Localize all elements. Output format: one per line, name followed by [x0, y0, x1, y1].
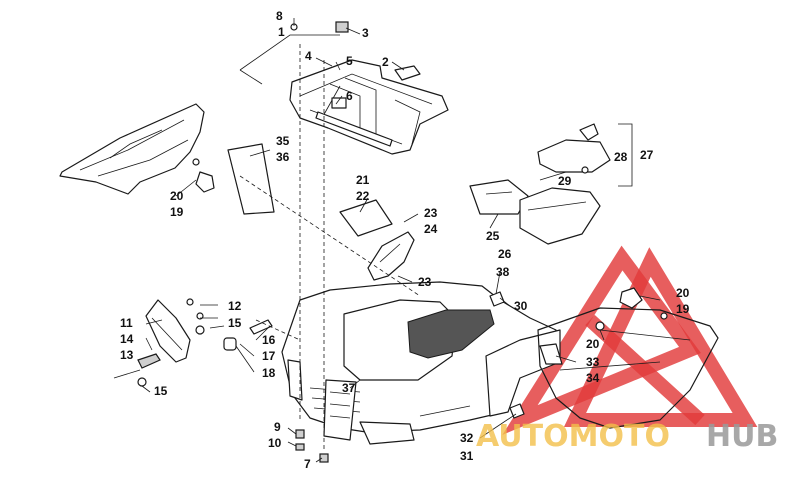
washer-19-right [660, 312, 668, 320]
latch [579, 123, 599, 141]
rivet-left [192, 158, 200, 166]
callout-5: 5 [346, 54, 353, 68]
nut-3 [335, 21, 349, 33]
callout-13: 13 [120, 348, 134, 362]
washer-10 [295, 443, 305, 451]
cargo-rack [289, 59, 449, 155]
callout-34: 34 [586, 371, 600, 385]
callout-25: 25 [486, 229, 500, 243]
callout-20-right: 20 [676, 286, 690, 300]
grille [323, 379, 357, 441]
callout-22: 22 [356, 189, 370, 203]
spring-14 [137, 353, 161, 369]
callout-8: 8 [276, 9, 283, 23]
callout-33: 33 [586, 355, 600, 369]
callout-15-upper: 15 [228, 316, 242, 330]
callout-12: 12 [228, 299, 242, 313]
callout-17: 17 [262, 349, 276, 363]
callout-18: 18 [262, 366, 276, 380]
clip-30 [489, 291, 505, 307]
screw-29 [581, 166, 589, 174]
callout-14: 14 [120, 332, 134, 346]
callout-3: 3 [362, 26, 369, 40]
callout-23-lower: 23 [418, 275, 432, 289]
callout-20-left: 20 [170, 189, 184, 203]
grommet-17 [223, 337, 237, 351]
heat-shield [227, 143, 275, 215]
storage-lid [469, 179, 529, 215]
console-bracket [367, 231, 415, 281]
callout-30: 30 [514, 299, 528, 313]
right-side-panel [537, 307, 719, 429]
reflector-assembly [113, 298, 273, 387]
callout-26: 26 [498, 247, 512, 261]
screw-12-a [186, 298, 194, 306]
callout-16: 16 [262, 333, 276, 347]
washer-15-upper [195, 325, 205, 335]
callout-4: 4 [305, 49, 312, 63]
callout-28: 28 [614, 150, 628, 164]
callout-19-right: 19 [676, 302, 690, 316]
access-cover [339, 199, 393, 237]
nut-9 [295, 429, 305, 439]
callout-6: 6 [346, 89, 353, 103]
callout-29: 29 [558, 174, 572, 188]
callout-32: 32 [460, 431, 474, 445]
watermark-brand-part1: AUTOMOTO [476, 419, 670, 454]
callout-9: 9 [274, 420, 281, 434]
fastener-20-right [595, 321, 605, 331]
callout-35: 35 [276, 134, 290, 148]
callout-2: 2 [382, 55, 389, 69]
nut-15-lower [137, 377, 147, 387]
callout-36: 36 [276, 150, 290, 164]
callout-21: 21 [356, 173, 370, 187]
callout-31: 31 [460, 449, 474, 463]
watermark-brand-part2: HUB [706, 419, 778, 454]
callout-27: 27 [640, 148, 654, 162]
nut-7 [319, 453, 329, 463]
fastener-19-20-left [195, 171, 215, 193]
rack-bracket [331, 97, 347, 109]
bolt-16 [249, 319, 273, 335]
callout-20-mid: 20 [586, 337, 600, 351]
storage-bin [519, 187, 601, 245]
callout-19-left: 19 [170, 205, 184, 219]
callout-23-upper: 23 [424, 206, 438, 220]
headlight-right [359, 421, 415, 445]
callout-11: 11 [120, 316, 133, 330]
callout-37: 37 [342, 381, 356, 395]
callout-7: 7 [304, 457, 311, 471]
watermark-stroke [585, 314, 705, 426]
headlight-left [287, 359, 303, 401]
callout-10: 10 [268, 436, 282, 450]
clip-33-34 [539, 343, 563, 365]
clip-31-32 [509, 403, 525, 419]
toolbox [537, 139, 611, 173]
screw-12-b [196, 312, 204, 320]
callout-38: 38 [496, 265, 510, 279]
left-side-panel [59, 103, 215, 195]
fastener-19-20-right [619, 287, 643, 309]
hood-decal [407, 309, 495, 359]
watermark-triangle-left [502, 245, 701, 435]
callout-1: 1 [278, 25, 285, 39]
decal-2 [394, 65, 421, 81]
callout-15-lower: 15 [154, 384, 168, 398]
callout-24: 24 [424, 222, 438, 236]
